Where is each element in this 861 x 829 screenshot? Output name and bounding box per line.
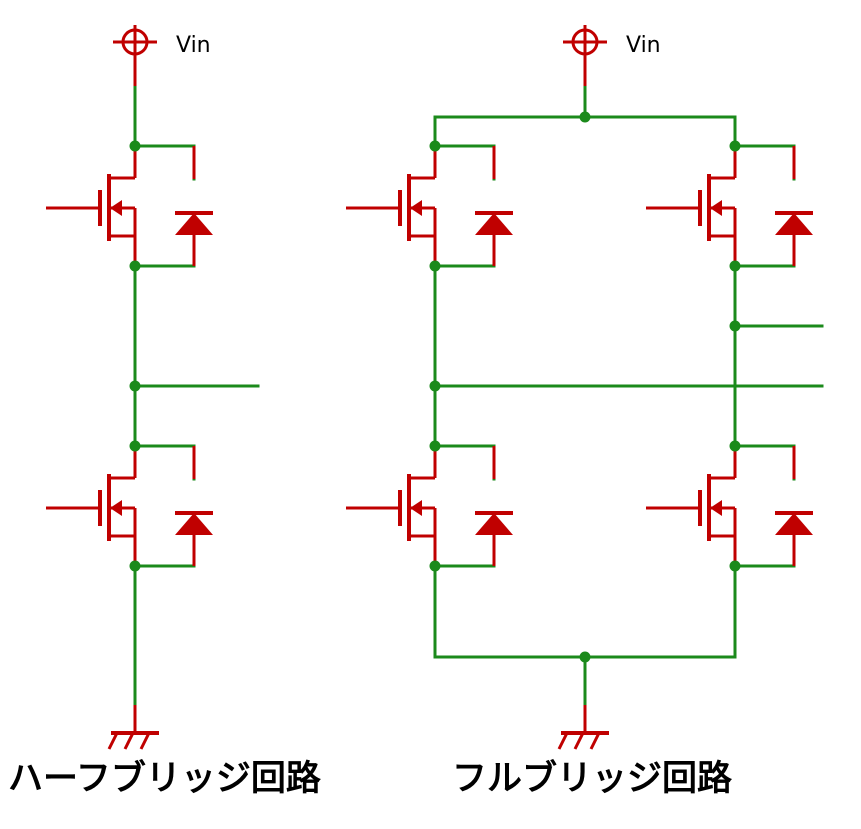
diode-triangle-icon xyxy=(175,213,213,235)
vin-label-full-bridge: Vin xyxy=(626,33,661,58)
ground-hatch xyxy=(123,732,135,750)
junction-dot xyxy=(429,140,441,152)
junction-dot xyxy=(429,440,441,452)
diode-triangle-icon xyxy=(775,213,813,235)
components xyxy=(46,25,813,750)
mosfet-arrow-icon xyxy=(410,500,422,516)
junction-dot xyxy=(129,140,141,152)
vin-terminal xyxy=(113,25,157,86)
ground-terminal xyxy=(107,705,159,750)
junction-dot xyxy=(429,560,441,572)
junction-dot xyxy=(429,380,441,392)
caption-half-bridge: ハーフブリッジ回路 xyxy=(8,759,321,799)
mosfet-diode-cell xyxy=(346,446,513,566)
ground-hatch xyxy=(589,732,601,750)
ground-hatch xyxy=(107,732,119,750)
diode-triangle-icon xyxy=(475,213,513,235)
junction-dot xyxy=(729,140,741,152)
diode-triangle-icon xyxy=(175,513,213,535)
junction-dot xyxy=(729,320,741,332)
diode-triangle-icon xyxy=(475,513,513,535)
ground-hatch xyxy=(139,732,151,750)
vin-terminal xyxy=(563,25,607,86)
mosfet-diode-cell xyxy=(646,446,813,566)
junction-dot xyxy=(579,651,591,663)
junction-dot xyxy=(129,560,141,572)
mosfet-arrow-icon xyxy=(110,200,122,216)
junction-dot xyxy=(729,560,741,572)
ground-hatch xyxy=(573,732,585,750)
caption-full-bridge: フルブリッジ回路 xyxy=(452,759,733,799)
junction-dot xyxy=(729,260,741,272)
diode-triangle-icon xyxy=(775,513,813,535)
junction-dot xyxy=(129,440,141,452)
mosfet-arrow-icon xyxy=(410,200,422,216)
junction-dot xyxy=(729,440,741,452)
ground-hatch xyxy=(557,732,569,750)
junction-dot xyxy=(129,380,141,392)
mosfet-arrow-icon xyxy=(110,500,122,516)
ground-terminal xyxy=(557,705,609,750)
junction-dot xyxy=(579,111,591,123)
mosfet-diode-cell xyxy=(646,146,813,266)
mosfet-diode-cell xyxy=(46,146,213,266)
junctions xyxy=(129,111,741,663)
mosfet-diode-cell xyxy=(46,446,213,566)
junction-dot xyxy=(129,260,141,272)
vin-label-half-bridge: Vin xyxy=(176,33,211,58)
mosfet-diode-cell xyxy=(346,146,513,266)
mosfet-arrow-icon xyxy=(710,200,722,216)
mosfet-arrow-icon xyxy=(710,500,722,516)
junction-dot xyxy=(429,260,441,272)
